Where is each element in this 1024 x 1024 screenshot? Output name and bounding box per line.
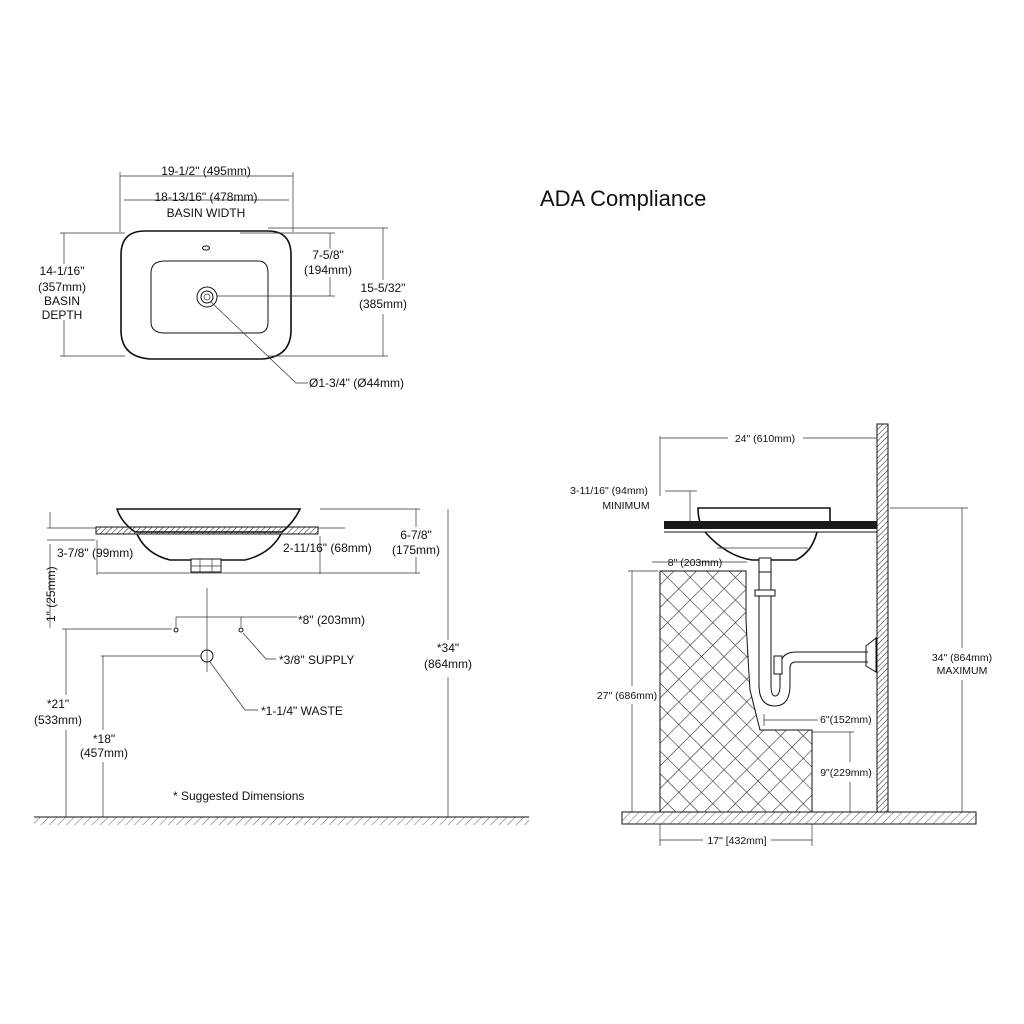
side-drain [190, 558, 222, 573]
knee-depth-label: 17" [432mm] [707, 835, 766, 847]
basin-depth-mm: (357mm) [38, 280, 86, 294]
supply-right [238, 627, 244, 633]
basin-depth-label-1: BASIN [44, 294, 80, 308]
ada-floor [621, 811, 977, 825]
top-view: 19-1/2" (495mm) 18-13/16" (478mm) BASIN … [38, 164, 407, 390]
supply-spacing-label: *8" (203mm) [298, 613, 365, 627]
wall-escutcheon [865, 636, 877, 673]
ada-view: 24" (610mm) 3-11/16" (94mm) MINIMUM 8" (… [570, 423, 992, 847]
waste-label: *1-1/4" WASTE [261, 704, 343, 718]
max-height-value: 34" (864mm) [932, 652, 992, 664]
overall-depth-in: 15-5/32" [361, 281, 406, 295]
toe-depth-label: 8" (203mm) [668, 557, 723, 569]
knee-clearance-zone [659, 570, 813, 813]
basin-depth-label-2: DEPTH [42, 308, 83, 322]
rim-min-label: MINIMUM [602, 500, 649, 512]
overall-depth-mm: (385mm) [359, 297, 407, 311]
max-height-label: MAXIMUM [937, 665, 988, 677]
side-floor [34, 817, 529, 825]
ada-sink-rim [697, 507, 831, 523]
drain-inner [200, 290, 214, 304]
toe-clearance-depth-label: 6"(152mm) [820, 714, 872, 726]
supply-label: *3/8" SUPPLY [279, 653, 354, 667]
ada-countertop [664, 521, 877, 529]
suggested-dimensions-note: * Suggested Dimensions [173, 789, 304, 803]
counter-height-mm: (864mm) [424, 657, 472, 671]
waste-height-mm: (457mm) [80, 746, 128, 760]
overall-width-label: 19-1/2" (495mm) [161, 164, 251, 178]
faucet-hole [202, 245, 210, 251]
supply-left [173, 627, 179, 633]
waste-height-in: *18" [93, 732, 115, 746]
total-height-mm: (175mm) [392, 543, 440, 557]
basin-width-label: BASIN WIDTH [167, 206, 246, 220]
side-view: 3-7/8" (99mm) 2-11/16" (68mm) 6-7/8" (17… [34, 508, 529, 825]
page-title: ADA Compliance [540, 186, 706, 211]
above-counter-label: 3-7/8" (99mm) [57, 546, 133, 560]
side-sink-rim [115, 508, 302, 533]
below-counter-label: 2-11/16" (68mm) [283, 541, 372, 555]
toe-clearance-height-label: 9"(229mm) [820, 767, 872, 779]
basin-depth-in: 14-1/16" [40, 264, 85, 278]
drain-drop-label: 1" (25mm) [44, 566, 58, 622]
rim-min-value: 3-11/16" (94mm) [570, 485, 648, 497]
sink-basin-outline [150, 260, 269, 334]
side-sink-bowl [136, 533, 282, 561]
ada-wall [876, 423, 889, 817]
total-height-in: 6-7/8" [400, 528, 432, 542]
drain-outer [196, 286, 218, 308]
drain-diameter-label: Ø1-3/4" (Ø44mm) [309, 376, 404, 390]
knee-height-label: 27" (686mm) [597, 690, 657, 702]
supply-height-mm: (533mm) [34, 713, 82, 727]
side-countertop [95, 526, 319, 535]
drain-offset-in: 7-5/8" [312, 248, 344, 262]
reach-label: 24" (610mm) [735, 433, 795, 445]
drain-offset-mm: (194mm) [304, 263, 352, 277]
supply-height-in: *21" [47, 697, 69, 711]
sink-outer-outline [120, 230, 292, 360]
ada-sink-bowl [704, 531, 818, 561]
counter-height-in: *34" [437, 641, 459, 655]
basin-width-value: 18-13/16" (478mm) [155, 190, 258, 204]
